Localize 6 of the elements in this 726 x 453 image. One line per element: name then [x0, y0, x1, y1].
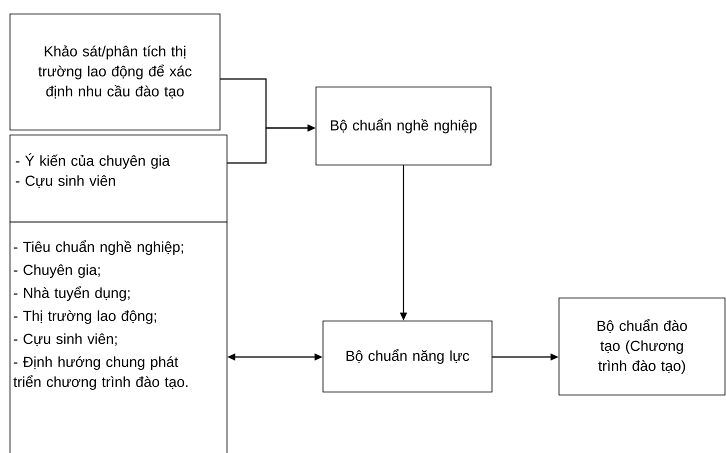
- process-box: Bộ chuẩn nghề nghiệp: [316, 86, 492, 166]
- list-box: - Tiêu chuẩn nghề nghiệp; - Chuyên gia; - Nhà tuyển dụng; - Thị trường lao động; - Cựu sinh viên; - Định hướng chung phát triển chương trình đào tạo.: [10, 222, 228, 453]
- list-box: - Ý kiến của chuyên gia - Cựu sinh viên: [10, 134, 228, 222]
- process-box: Bộ chuẩn đào tạo (Chương trình đào tạo): [558, 298, 726, 396]
- process-box: Bộ chuẩn năng lực: [322, 320, 492, 392]
- process-box: Khảo sát/phân tích thị trường lao động để xác định nhu cầu đào tạo: [10, 14, 220, 130]
